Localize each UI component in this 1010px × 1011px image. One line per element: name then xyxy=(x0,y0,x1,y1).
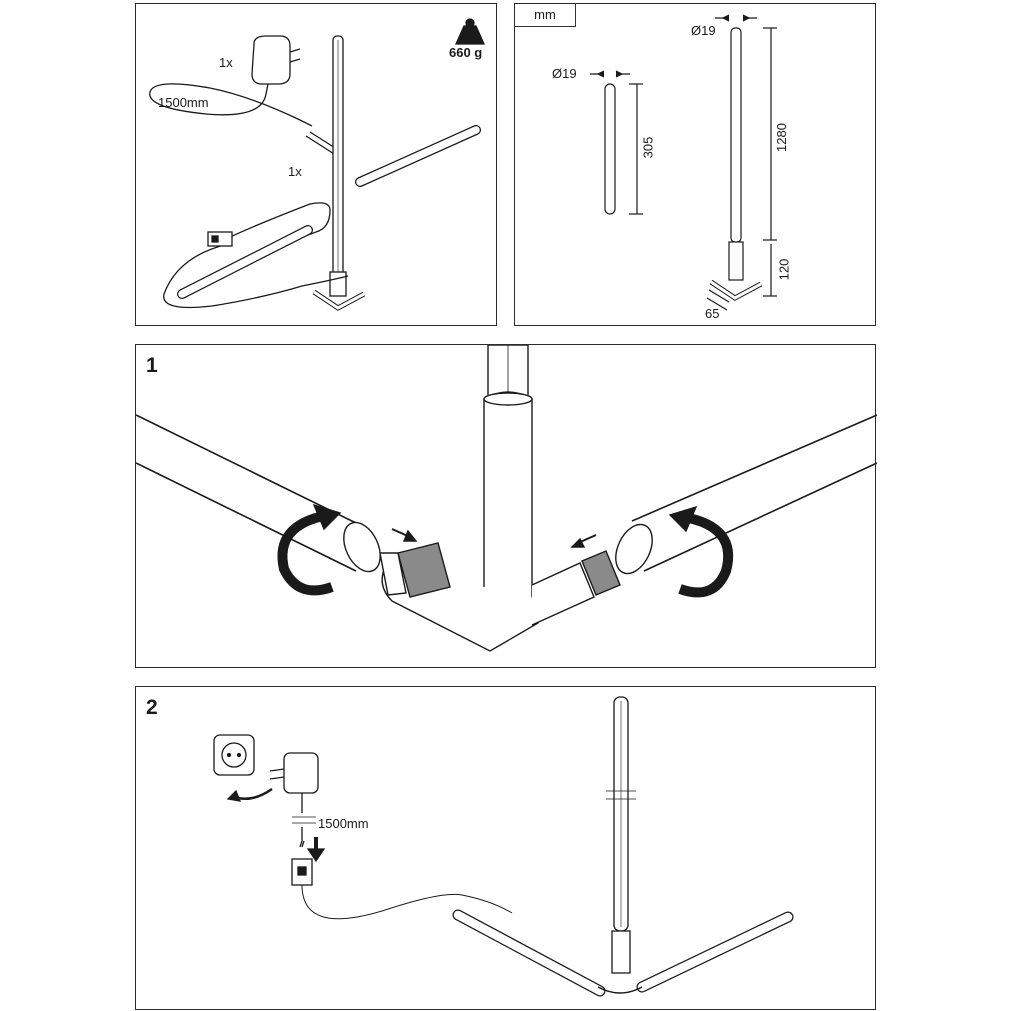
weight-icon xyxy=(454,25,486,45)
rotate-arrow-right-icon xyxy=(678,512,734,598)
rotate-arrow-left-icon xyxy=(277,510,334,596)
lamp-pole-icon xyxy=(606,696,636,974)
step-2-number: 2 xyxy=(146,696,158,719)
dimensions-panel: mm Ø19 Ø19 305 1280 120 65 xyxy=(514,3,876,326)
pole-height-label: 1280 xyxy=(773,123,789,152)
rod-dimension-shape xyxy=(604,83,616,215)
step-1-panel: 1 xyxy=(135,344,877,668)
power-cable xyxy=(301,884,513,920)
weight-label: 660 g xyxy=(449,45,483,60)
adapter-quantity-label: 1x xyxy=(219,55,233,70)
package-contents-illustration xyxy=(149,18,486,311)
step-2-panel: 2 xyxy=(135,686,876,1010)
step-1-illustration xyxy=(136,345,877,652)
step-1-number: 1 xyxy=(146,354,158,377)
cable-length-label: 1500mm xyxy=(318,816,369,831)
dc-plug-icon xyxy=(305,131,339,155)
package-contents-panel: 1x 1500mm 1x 660 g xyxy=(135,3,497,326)
unit-label: mm xyxy=(515,4,576,27)
base-center-tube xyxy=(483,391,533,606)
rod-length-label: 305 xyxy=(640,136,656,159)
switch-cable-icon xyxy=(163,202,349,309)
lamp-pole-icon xyxy=(312,35,366,311)
power-adapter-icon xyxy=(269,752,319,813)
step-2-illustration xyxy=(213,696,794,997)
pole-dimension-shape xyxy=(730,27,742,243)
right-tube xyxy=(631,414,877,572)
wall-socket-icon xyxy=(213,734,255,776)
rod-icon xyxy=(355,125,481,187)
cable-length-label: 1500mm xyxy=(158,95,209,110)
connector-right xyxy=(531,562,595,626)
power-cable xyxy=(149,83,313,127)
dimension-drawing xyxy=(590,14,777,311)
power-adapter-icon xyxy=(251,35,301,95)
left-tube xyxy=(136,414,357,572)
rod-quantity-label: 1x xyxy=(288,164,302,179)
foot-length-label: 65 xyxy=(705,306,720,321)
lamp-diameter-label: Ø19 xyxy=(691,23,716,38)
socket-arrow-icon xyxy=(233,787,273,800)
rod-diameter-label: Ø19 xyxy=(552,66,577,81)
base-height-label: 120 xyxy=(776,258,792,281)
